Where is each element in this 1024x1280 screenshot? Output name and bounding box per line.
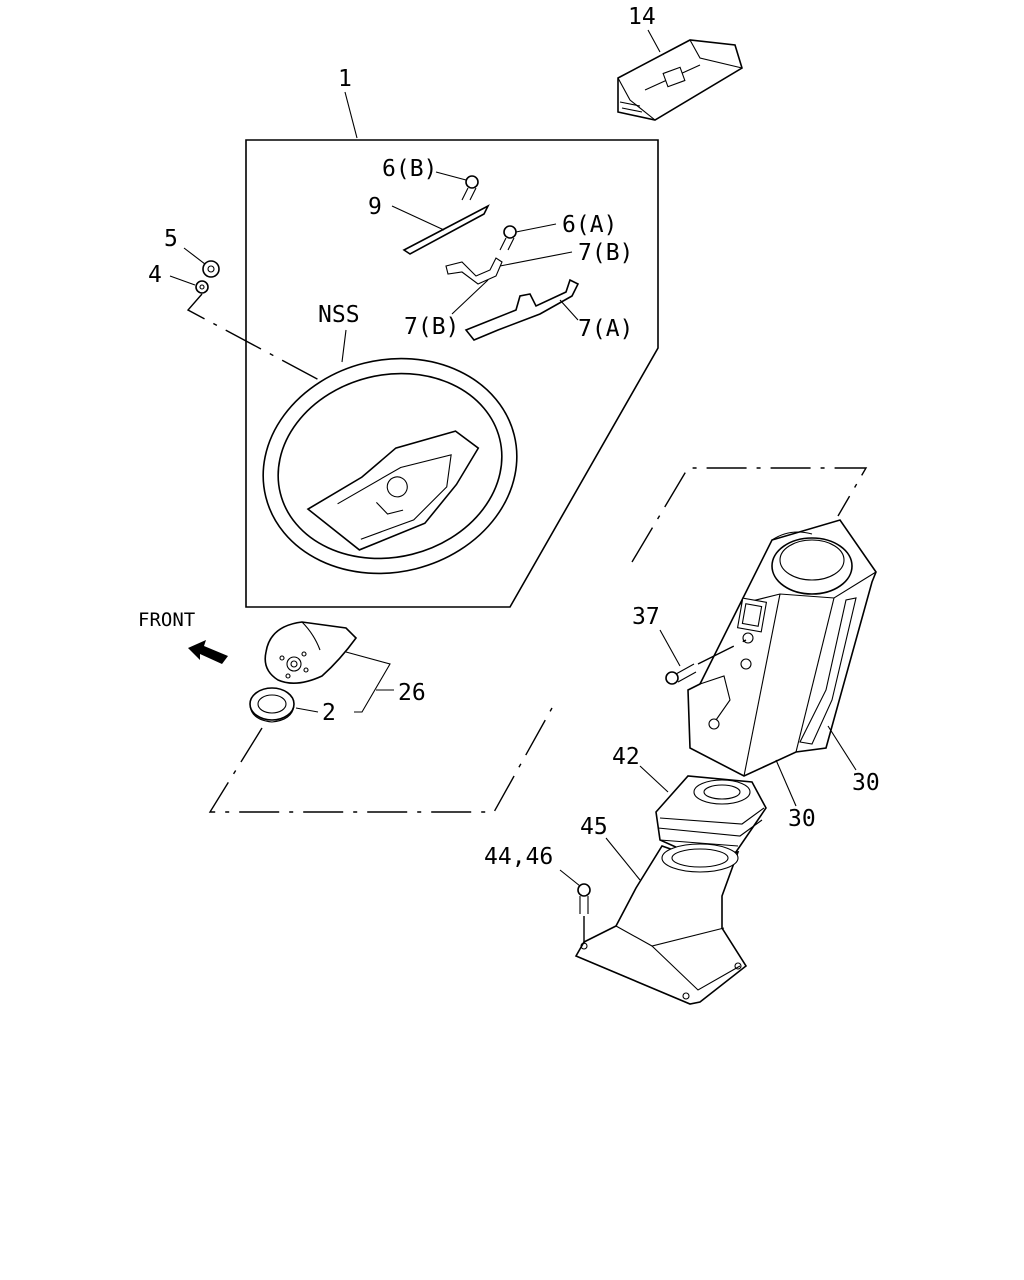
callout-6a: 6(A) [562,212,617,238]
leader-37 [659,629,681,667]
callout-1: 1 [338,66,352,92]
column-cover-14 [617,39,743,121]
leader-14 [647,29,661,53]
nut-5 [202,260,220,278]
leader-7b-right [499,251,573,267]
leader-30-inner [775,759,797,807]
screw-6b [461,175,479,201]
screw-6a [499,225,517,251]
leader-nss [341,329,347,363]
clip-7b [445,257,503,285]
steering-wheel-group-frame [245,139,659,608]
leader-9 [391,205,445,231]
callout-4: 4 [148,262,162,288]
leader-1 [344,91,358,139]
callout-14: 14 [628,4,656,30]
callout-2: 2 [322,700,336,726]
steering-wheel [262,357,518,575]
callout-30-outer: 30 [852,770,880,796]
leader-6a [515,223,557,233]
callout-7b-right: 7(B) [578,240,633,266]
leader-44-46 [559,869,581,887]
callout-7b-left: 7(B) [404,314,459,340]
leader-7a [559,299,579,321]
base-boot-45 [574,843,748,1005]
screw-37 [665,663,697,685]
washer-4 [195,280,209,294]
leader-4 [169,275,196,286]
callout-9: 9 [368,194,382,220]
callout-44-46: 44,46 [484,844,553,870]
front-label: FRONT [138,609,195,631]
lower-bracket-outline [208,707,553,813]
callout-42: 42 [612,744,640,770]
leader-7b-left [451,279,489,315]
leader-6b [435,171,467,181]
column-bracket-outline [631,467,868,563]
front-arrow-icon [188,640,228,664]
leader-2 [295,707,319,713]
callout-30-inner: 30 [788,806,816,832]
horn-pad-26 [264,621,358,684]
screw-44-46 [577,883,591,914]
bracket-9 [402,204,490,255]
column-cover-30 [687,519,877,777]
callout-5: 5 [164,226,178,252]
ring-2 [249,687,295,723]
bracket-7a [464,278,580,341]
boot-42 [655,775,767,857]
axis-line-37 [697,639,747,665]
leader-30-outer [827,725,857,771]
callout-nss: NSS [318,302,360,328]
leader-5 [183,247,206,265]
callout-37: 37 [632,604,660,630]
callout-6b: 6(B) [382,156,437,182]
leader-42 [639,765,669,793]
leader-26 [345,651,391,713]
callout-26: 26 [398,680,426,706]
leader-45 [605,837,641,881]
callout-45: 45 [580,814,608,840]
callout-7a: 7(A) [578,316,633,342]
